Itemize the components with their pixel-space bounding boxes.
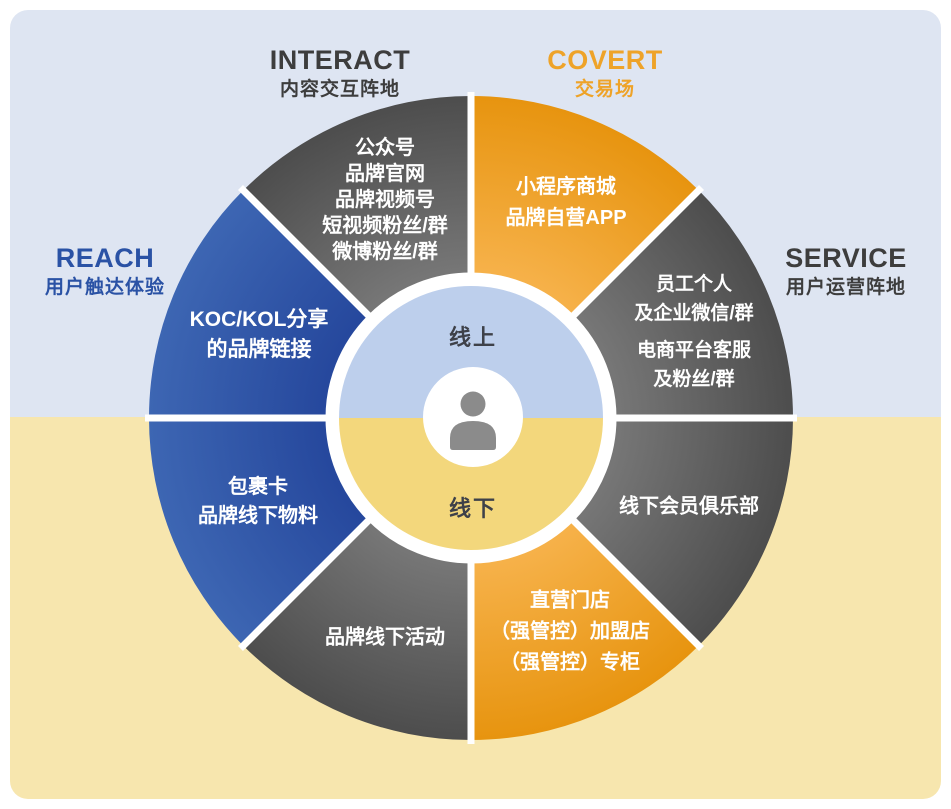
quadrant-title-service: SERVICE 用户运营阵地 [785,243,907,299]
reach-title: REACH [55,243,155,274]
label-line: 线下会员俱乐部 [619,495,759,518]
label-line: 小程序商城 [516,176,616,198]
wheel-sectors [149,96,794,740]
label-line: 品牌视频号 [335,189,435,211]
inner-white-ring [325,272,617,564]
segment-reach-offline [149,418,369,646]
segment-service-online [573,190,794,418]
label-line: 的品牌链接 [206,338,312,361]
interact-subtitle: 内容交互阵地 [279,79,400,101]
label-line: 包裹卡 [228,476,288,498]
segment-interact-online [243,96,471,316]
segment-label-covert-offline: 直营门店 （强管控）加盟店 （强管控）专柜 [490,586,650,679]
label-line: 短视频粉丝/群 [322,215,448,237]
label-line: 微博粉丝/群 [332,241,438,263]
label-line: 公众号 [355,137,415,159]
segment-divider [567,514,704,651]
inner-offline-half [339,418,603,550]
quadrant-title-covert: COVERT 交易场 [547,45,663,101]
center-online-label: 线上 [448,325,498,350]
label-line: （强管控）加盟店 [490,620,650,643]
person-icon [450,391,496,450]
segment-label-service-offline: 线下会员俱乐部 [619,490,759,519]
label-line: KOC/KOL分享 [189,308,329,331]
quadrant-title-interact: INTERACT 内容交互阵地 [270,45,411,101]
reach-subtitle: 用户触达体验 [44,277,166,299]
label-line: 员工个人 [655,274,732,295]
label-line: 电商平台客服 [636,340,751,361]
label-line: 品牌自营APP [505,207,627,229]
segment-label-reach-online: KOC/KOL分享 的品牌链接 [190,305,329,365]
service-title: SERVICE [785,243,907,274]
segment-label-interact-online: 公众号 品牌官网 品牌视频号 短视频粉丝/群 微博粉丝/群 [322,135,448,265]
label-line: 品牌线下物料 [198,505,318,527]
segment-interact-offline [243,520,471,740]
center-circle [423,367,523,467]
covert-title: COVERT [547,45,663,76]
segment-label-covert-online: 小程序商城 品牌自营APP [505,172,626,234]
covert-subtitle: 交易场 [574,79,636,101]
segment-service-offline [573,418,794,646]
segment-covert-online [471,96,699,316]
label-line: （强管控）专柜 [500,651,640,674]
segment-label-service-online: 员工个人 及企业微信/群 电商平台客服 及粉丝/群 [634,270,753,394]
label-line: 直营门店 [530,589,610,612]
label-line: 品牌线下活动 [325,626,445,649]
quadrant-title-reach: REACH 用户触达体验 [45,243,165,299]
interact-title: INTERACT [269,45,411,76]
label-line: 及粉丝/群 [653,369,735,390]
segment-divider [238,185,375,322]
segment-divider [238,514,375,651]
segment-reach-online [149,190,369,418]
center-offline-label: 线下 [448,496,498,521]
service-subtitle: 用户运营阵地 [785,277,907,299]
segment-label-interact-offline: 品牌线下活动 [325,621,445,650]
segment-divider [567,185,704,322]
label-line: 品牌官网 [345,163,425,185]
wheel-dividers [145,92,797,744]
label-line: 及企业微信/群 [634,303,754,324]
segment-covert-offline [471,520,699,740]
inner-online-half [339,286,603,418]
segment-label-reach-offline: 包裹卡 品牌线下物料 [198,473,318,531]
